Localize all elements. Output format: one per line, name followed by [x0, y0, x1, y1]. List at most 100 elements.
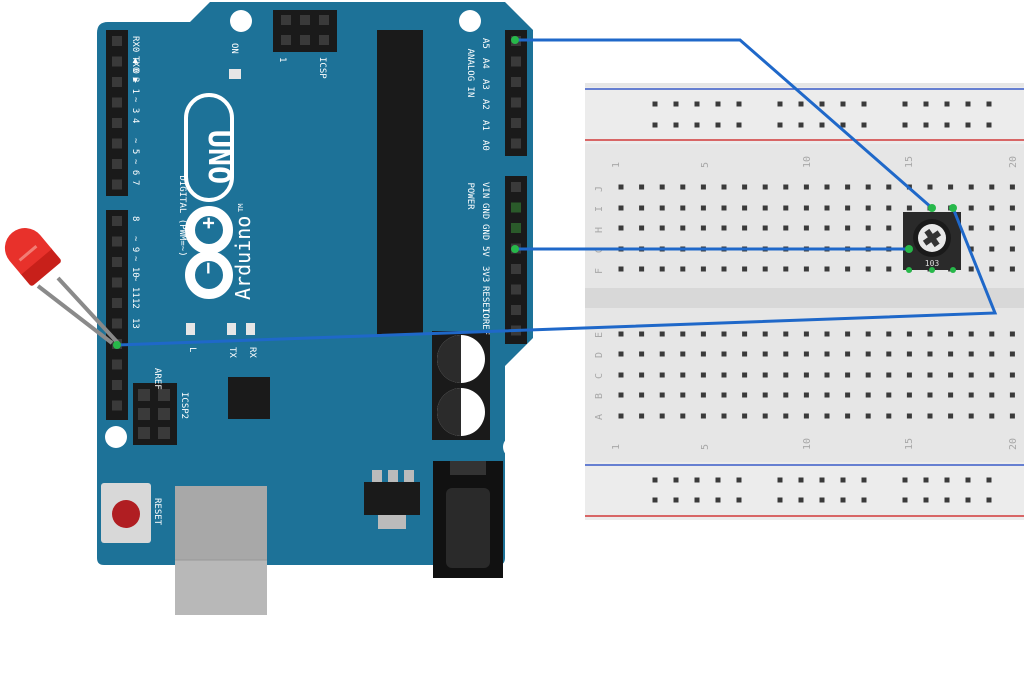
breadboard-hole: [803, 351, 809, 357]
breadboard-hole: [659, 372, 665, 378]
usb-jack: [175, 486, 267, 615]
rail-hole: [923, 122, 929, 128]
breadboard-hole: [762, 331, 768, 337]
breadboard-hole: [742, 351, 748, 357]
breadboard-hole: [700, 413, 706, 419]
breadboard-hole: [659, 225, 665, 231]
icsp-label: ICSP: [317, 57, 327, 79]
breadboard-hole: [1009, 351, 1015, 357]
header-pin: [112, 359, 122, 370]
breadboard-hole: [618, 372, 624, 378]
breadboard-hole: [721, 205, 727, 211]
breadboard-hole: [721, 372, 727, 378]
breadboard-hole: [824, 413, 830, 419]
breadboard-hole: [783, 225, 789, 231]
breadboard-hole: [803, 413, 809, 419]
icsp2-label: ICSP2: [179, 392, 189, 419]
rail-hole: [861, 101, 867, 107]
breadboard-hole: [700, 225, 706, 231]
power-pin-label: GND: [480, 203, 490, 219]
breadboard-hole: [865, 184, 871, 190]
reset-label: RESET: [152, 498, 162, 526]
breadboard-hole: [803, 184, 809, 190]
breadboard-hole: [659, 331, 665, 337]
breadboard-hole: [824, 184, 830, 190]
breadboard-hole: [886, 331, 892, 337]
minus-symbol: −: [197, 262, 221, 274]
header-pin: [112, 36, 122, 46]
breadboard-hole: [989, 372, 995, 378]
breadboard-hole: [700, 372, 706, 378]
bottom-power-rail: [585, 462, 1024, 520]
top-rail-holes: [652, 101, 992, 128]
digital-pin-label: RX0 ◀ 0: [130, 36, 140, 74]
rail-hole: [840, 101, 846, 107]
breadboard-hole: [803, 266, 809, 272]
rail-hole: [798, 497, 804, 503]
rx-led: [246, 323, 255, 335]
breadboard-hole: [639, 413, 645, 419]
analog-pin-label: A3: [480, 79, 490, 90]
trademark: TM: [237, 204, 245, 212]
breadboard-hole: [989, 392, 995, 398]
power-pin-label: VIN: [480, 182, 490, 198]
rail-hole: [819, 477, 825, 483]
column-number: 5: [700, 444, 711, 450]
tx-label: TX: [227, 347, 237, 358]
on-label: ON: [229, 43, 239, 54]
analog-pin-label: A0: [480, 140, 490, 151]
breadboard-hole: [845, 413, 851, 419]
potentiometer-label: 103: [925, 259, 940, 268]
row-letter: C: [594, 373, 605, 379]
breadboard-hole: [762, 225, 768, 231]
usb-chip: [228, 377, 270, 419]
breadboard-hole: [803, 372, 809, 378]
breadboard-hole: [989, 184, 995, 190]
breadboard-hole: [865, 266, 871, 272]
breadboard-hole: [989, 205, 995, 211]
breadboard-hole: [948, 392, 954, 398]
tx-led: [227, 323, 236, 335]
reset-button[interactable]: [101, 483, 151, 543]
power-pin-label: GND: [480, 224, 490, 240]
breadboard-hole: [639, 351, 645, 357]
rail-hole: [819, 101, 825, 107]
breadboard-hole: [803, 331, 809, 337]
breadboard-hole: [762, 266, 768, 272]
breadboard-hole: [659, 205, 665, 211]
breadboard-hole: [886, 413, 892, 419]
mounting-hole: [105, 426, 127, 448]
breadboard-hole: [968, 351, 974, 357]
breadboard-hole: [845, 225, 851, 231]
breadboard-hole: [927, 184, 933, 190]
breadboard-hole: [721, 184, 727, 190]
digital-pin-label: 13: [130, 318, 140, 329]
rail-hole: [777, 122, 783, 128]
digital-pin-label: 8: [130, 216, 140, 221]
rail-hole: [944, 497, 950, 503]
breadboard-hole: [824, 205, 830, 211]
breadboard-hole: [721, 392, 727, 398]
breadboard-hole: [845, 266, 851, 272]
rail-hole: [986, 497, 992, 503]
breadboard-hole: [700, 184, 706, 190]
breadboard-hole: [845, 351, 851, 357]
breadboard-hole: [783, 331, 789, 337]
breadboard-hole: [824, 266, 830, 272]
header-pin: [112, 400, 122, 411]
wire-a5-to-potentiometer: [513, 38, 934, 210]
rail-hole: [736, 122, 742, 128]
header-pin: [511, 284, 521, 295]
uno-logo: UNO: [184, 93, 236, 202]
breadboard-hole: [824, 331, 830, 337]
rail-hole: [923, 101, 929, 107]
breadboard-hole: [824, 351, 830, 357]
header-pin: [511, 138, 521, 149]
header-pin: [112, 118, 122, 128]
red-led: [4, 228, 120, 345]
rail-hole: [673, 101, 679, 107]
breadboard-hole: [845, 205, 851, 211]
breadboard-hole: [762, 184, 768, 190]
rail-hole: [652, 477, 658, 483]
rail-hole: [777, 497, 783, 503]
